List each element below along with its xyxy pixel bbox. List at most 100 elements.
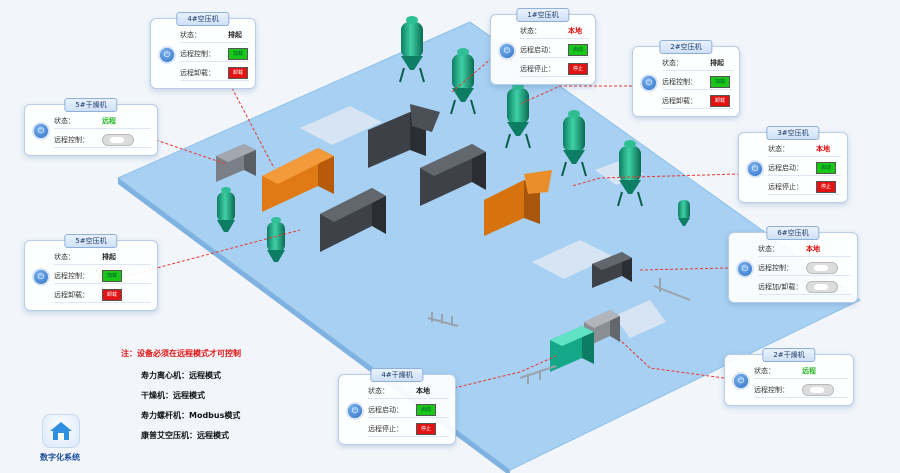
card-title: 4#空压机 (176, 12, 230, 26)
card-row: 远程启动： 启动 (768, 160, 841, 176)
note-line: 康普艾空压机：远程模式 (141, 431, 229, 440)
floor-pad (532, 240, 612, 279)
pipe-manifold (427, 278, 691, 384)
start-button[interactable]: 加载 (102, 269, 122, 282)
compressor-5-card: 5#空压机⏻状态：排起远程控制：加载远程卸载：卸载 (24, 234, 158, 311)
start-button[interactable]: 启动 (568, 43, 588, 56)
dryer-tower (450, 48, 476, 115)
status-value: 本地 (806, 244, 820, 253)
compressor-1-card: 1#空压机⏻状态：本地远程启动：启动远程停止：停止 (490, 8, 596, 85)
row-label: 远程加/卸载： (758, 282, 803, 291)
card-row: 远程控制： (754, 382, 847, 398)
card-title: 5#干燥机 (64, 98, 118, 112)
row-label: 状态： (54, 116, 75, 125)
row-label: 远程控制： (54, 135, 89, 144)
dryer-tower (617, 140, 643, 207)
card-title: 2#干燥机 (762, 348, 816, 362)
note-line: 干燥机：远程模式 (141, 391, 205, 400)
card-title: 3#空压机 (766, 126, 820, 140)
dryer-tower (267, 217, 285, 262)
compressor-3-card: 3#空压机 ⏻ 状态： 本地远程启动： 启动远程停止： 停止 (738, 126, 848, 203)
card-row: 远程卸载： 卸载 (54, 287, 151, 303)
card-row: 远程启动： 启动 (368, 402, 449, 418)
stop-button[interactable]: 卸载 (102, 288, 122, 301)
row-label: 远程停止： (520, 64, 555, 73)
row-label: 远程停止： (768, 182, 803, 191)
device-icon: ⏻ (732, 372, 750, 390)
card-title: 2#空压机 (659, 40, 713, 54)
grey-compressor-machine (368, 104, 440, 168)
row-label: 远程控制： (662, 77, 697, 86)
status-value: 排起 (102, 252, 116, 261)
card-row: 状态： 远程 (54, 113, 151, 129)
row-label: 状态： (54, 252, 75, 261)
row-label: 远程控制： (758, 263, 793, 272)
dryer-tower (678, 200, 690, 226)
card-row: 远程启动： 启动 (520, 42, 589, 58)
status-value: 本地 (416, 386, 430, 395)
row-label: 远程停止： (368, 424, 403, 433)
stop-button[interactable]: 卸载 (228, 66, 248, 79)
link-lines (89, 57, 741, 389)
card-title: 4#干燥机 (370, 368, 424, 382)
card-row: 远程控制： (54, 132, 151, 148)
card-row: 状态：本地 (368, 383, 449, 399)
row-label: 状态： (520, 26, 541, 35)
card-row: 状态： 排起 (54, 249, 151, 265)
dryer-4-card: 4#干燥机⏻状态：本地远程启动：启动远程停止：停止 (338, 368, 456, 445)
row-label: 远程启动： (520, 45, 555, 54)
floor-pad (300, 106, 382, 145)
card-row: 状态：本地 (520, 23, 589, 39)
remote-toggle[interactable] (806, 280, 838, 293)
device-icon: ⏻ (158, 45, 176, 64)
remote-toggle[interactable] (102, 133, 134, 146)
start-button[interactable]: 加载 (710, 75, 730, 88)
compressor-6-card: 6#空压机⏻状态：本地远程控制：远程加/卸载： (728, 226, 858, 303)
card-row: 远程控制： 加载 (662, 74, 733, 90)
card-row: 状态：排起 (180, 27, 249, 43)
app-label: 数字化系统 (40, 453, 80, 462)
remote-toggle[interactable] (806, 261, 838, 274)
status-value: 远程 (102, 116, 116, 125)
row-label: 远程控制： (180, 49, 215, 58)
status-value: 排起 (228, 30, 242, 39)
row-label: 远程卸载： (180, 68, 215, 77)
row-label: 状态： (768, 144, 789, 153)
card-row: 状态：排起 (662, 55, 733, 71)
row-label: 状态： (758, 244, 779, 253)
row-label: 远程启动： (368, 405, 403, 414)
stop-button[interactable]: 停止 (568, 62, 588, 75)
row-label: 远程启动： (768, 163, 803, 172)
stop-button[interactable]: 卸载 (710, 94, 730, 107)
device-icon: ⏻ (746, 159, 764, 178)
mode-notes: 注：设备必须在远程模式才可控制 寿力离心机：远程模式 干燥机：远程模式 寿力螺杆… (121, 348, 241, 450)
home-button[interactable] (42, 414, 80, 448)
device-icon: ⏻ (32, 267, 50, 286)
stop-button[interactable]: 停止 (416, 422, 436, 435)
floor-pad (614, 300, 666, 338)
remote-toggle[interactable] (802, 383, 834, 396)
dryer-tower (217, 187, 235, 232)
row-label: 远程卸载： (54, 290, 89, 299)
card-row: 远程停止： 停止 (768, 179, 841, 195)
start-button[interactable]: 启动 (816, 161, 836, 174)
row-label: 状态： (662, 58, 683, 67)
grey-cabinet-small (216, 144, 256, 182)
status-value: 本地 (816, 144, 830, 153)
start-button[interactable]: 启动 (416, 403, 436, 416)
card-title: 5#空压机 (64, 234, 118, 248)
dryer-2-card: 2#干燥机⏻状态：远程远程控制： (724, 348, 854, 406)
card-row: 远程停止： 停止 (368, 421, 449, 437)
grey-cabinet-c (592, 252, 632, 288)
device-icon: ⏻ (640, 73, 658, 92)
card-row: 状态： 本地 (768, 141, 841, 157)
home-icon (50, 422, 72, 440)
start-button[interactable]: 加载 (228, 47, 248, 60)
card-row: 状态： 本地 (758, 241, 851, 257)
compressor-2-card: 2#空压机⏻状态：排起远程控制：加载远程卸载：卸载 (632, 40, 740, 117)
stop-button[interactable]: 停止 (816, 180, 836, 193)
note-line: 寿力螺杆机：Modbus模式 (141, 411, 241, 420)
green-module (550, 326, 594, 372)
card-row: 远程停止： 停止 (520, 61, 589, 77)
